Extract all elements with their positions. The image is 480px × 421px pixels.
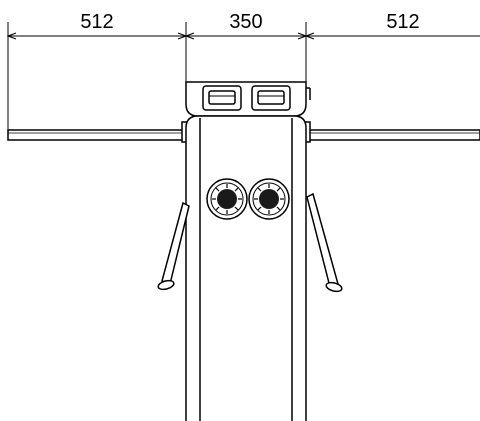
left-horizontal-arm [7, 121, 189, 143]
reader-disc-left [206, 178, 248, 220]
right-tripod-arm [306, 192, 343, 293]
dimension-left-label: 512 [80, 11, 113, 33]
indicator-light-right [251, 85, 291, 111]
dimension-center-label: 350 [229, 11, 262, 33]
left-tripod-arm [157, 201, 190, 291]
indicator-light-left [202, 85, 242, 111]
dimension-right [304, 32, 480, 40]
right-horizontal-arm [303, 121, 480, 143]
cabinet-body [185, 115, 307, 421]
reader-disc-right [248, 178, 290, 220]
dimension-left [6, 22, 188, 130]
dimension-center [184, 22, 308, 82]
dimension-right-label: 512 [386, 11, 419, 33]
